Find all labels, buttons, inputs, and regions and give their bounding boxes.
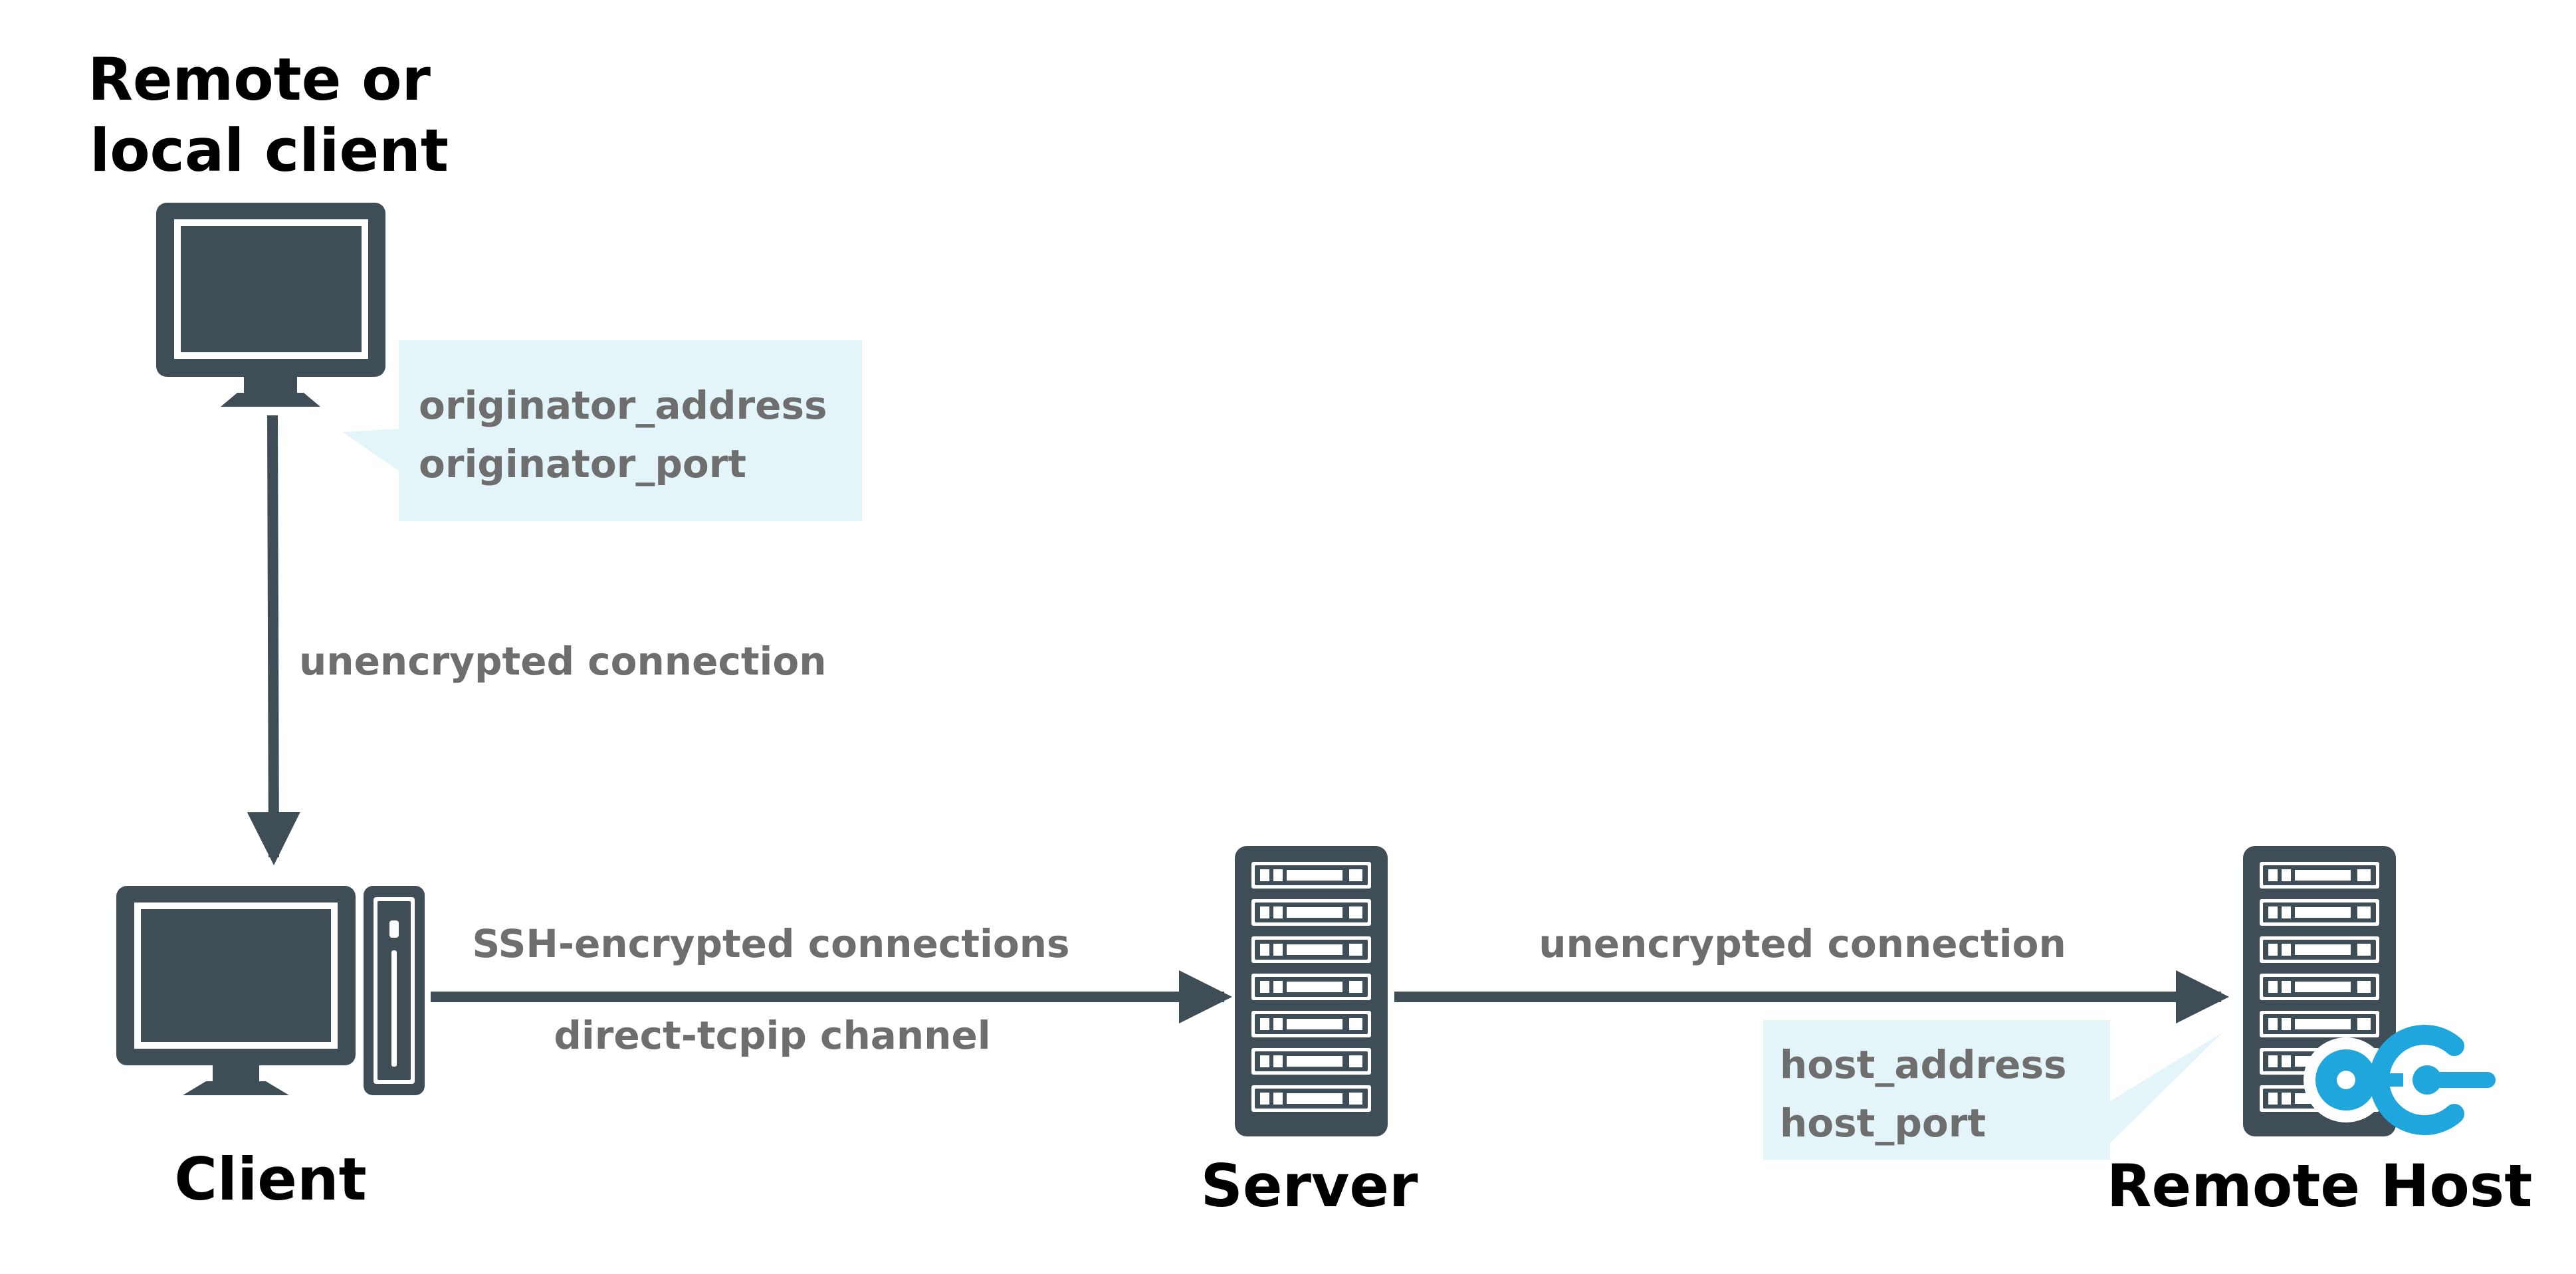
monitor-stand bbox=[221, 393, 320, 407]
server-title: Server bbox=[1201, 1152, 1419, 1220]
originator-title-line1: Remote or bbox=[88, 45, 431, 114]
server-rack-slot bbox=[1251, 974, 1371, 1000]
client-title: Client bbox=[174, 1145, 366, 1214]
server-to-remote-label: unencrypted connection bbox=[1539, 921, 2066, 966]
originator-callout: originator_address originator_port bbox=[342, 340, 862, 521]
port-socket-ring bbox=[2369, 1025, 2464, 1135]
client-tower-led bbox=[389, 920, 399, 938]
monitor-icon bbox=[156, 203, 385, 407]
host-callout-pointer bbox=[2107, 1032, 2223, 1146]
server-rack-slot bbox=[1251, 936, 1371, 963]
originator-title-line2: local client bbox=[90, 116, 449, 185]
host-callout: host_address host_port bbox=[1763, 1020, 2223, 1160]
remote-rack-slot bbox=[2260, 936, 2379, 963]
client-to-server-label-top: SSH-encrypted connections bbox=[472, 921, 1069, 966]
remote-rack-slot bbox=[2260, 974, 2379, 1000]
remote-rack-slot bbox=[2260, 1011, 2379, 1037]
remote-rack-slot bbox=[2260, 862, 2379, 889]
host-port-label: host_port bbox=[1780, 1101, 1986, 1146]
host-callout-box bbox=[1763, 1020, 2110, 1160]
originator-to-client-label: unencrypted connection bbox=[299, 639, 827, 684]
client-monitor-stand bbox=[183, 1081, 289, 1095]
port-socket-cable bbox=[2432, 1072, 2496, 1088]
server-rack-slot bbox=[1251, 1085, 1371, 1112]
server-rack-slot bbox=[1251, 1048, 1371, 1075]
port-connector-icon bbox=[2304, 1025, 2509, 1135]
client-to-server-label-bottom: direct-tcpip channel bbox=[554, 1013, 990, 1058]
host-address-label: host_address bbox=[1780, 1042, 2067, 1087]
monitor-neck bbox=[244, 377, 297, 393]
client-tower-slot bbox=[391, 950, 397, 1067]
originator-callout-box bbox=[399, 340, 862, 521]
remote-host-title: Remote Host bbox=[2107, 1152, 2533, 1220]
remote-rack-slot bbox=[2260, 899, 2379, 926]
monitor-screen bbox=[181, 226, 362, 352]
server-rack-slot bbox=[1251, 899, 1371, 926]
originator-port-label: originator_port bbox=[419, 441, 746, 486]
port-plug-left-hole bbox=[2337, 1071, 2355, 1089]
client-monitor-neck bbox=[213, 1065, 259, 1081]
desktop-computer-icon bbox=[116, 886, 425, 1095]
port-socket-core bbox=[2413, 1065, 2442, 1095]
originator-callout-pointer bbox=[342, 429, 400, 472]
server-rack-slot bbox=[1251, 862, 1371, 889]
server-rack-slot bbox=[1251, 1011, 1371, 1037]
client-monitor-screen bbox=[141, 909, 331, 1042]
server-rack-icon bbox=[1235, 846, 1388, 1136]
originator-to-client-arrow bbox=[247, 415, 300, 865]
originator-address-label: originator_address bbox=[419, 383, 827, 428]
